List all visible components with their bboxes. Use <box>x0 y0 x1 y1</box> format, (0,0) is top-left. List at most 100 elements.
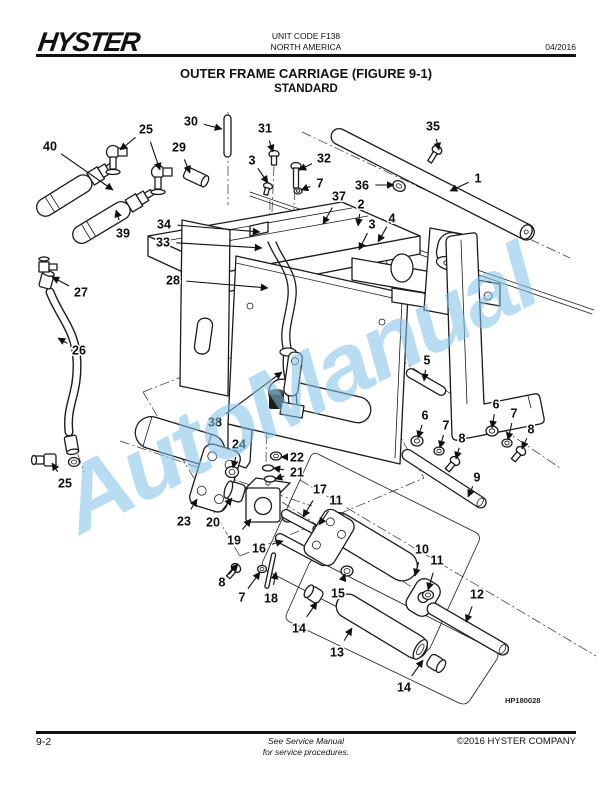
page-subtitle: STANDARD <box>274 83 338 95</box>
region: NORTH AMERICA <box>270 41 342 52</box>
part-number-label: 36 <box>355 179 369 193</box>
header-date: 04/2016 <box>545 42 576 52</box>
elbow-27 <box>38 256 58 273</box>
page-title: OUTER FRAME CARRIAGE (FIGURE 9-1) <box>179 66 433 81</box>
rod-9 <box>401 448 487 509</box>
hose-26 <box>30 256 82 468</box>
part-number-label: 21 <box>290 466 304 480</box>
part-number-label: 6 <box>422 409 429 423</box>
leader-line <box>521 438 529 450</box>
part-number-label: 28 <box>166 274 180 288</box>
leader-line <box>318 510 329 526</box>
part-number-label: 2 <box>358 198 365 212</box>
part-number-label: 27 <box>74 286 88 300</box>
part-number-label: 14 <box>397 681 411 695</box>
part-number-label: 8 <box>219 576 226 590</box>
part-number-label: 8 <box>528 423 535 437</box>
part-number-label: 19 <box>227 534 241 548</box>
elbow-25b <box>150 164 173 196</box>
leader-line <box>271 539 284 547</box>
part-number-label: 40 <box>43 140 57 154</box>
leader-line <box>183 159 191 174</box>
cylinder-10-group <box>274 368 510 674</box>
leader-line <box>60 153 114 191</box>
leader-line <box>306 601 318 618</box>
cylinder-23-group <box>134 416 295 589</box>
unit-code: UNIT CODE F138 <box>271 31 341 41</box>
leader-line <box>186 280 269 292</box>
leader-line <box>267 140 275 153</box>
part-number-label: 1 <box>475 172 482 186</box>
latch-38 <box>283 351 304 397</box>
part-number-label: 10 <box>415 543 429 557</box>
part-number-label: 14 <box>292 622 306 636</box>
leader-line <box>190 498 198 510</box>
pin-18 <box>264 552 277 589</box>
hose-fittings-top-left <box>35 114 232 245</box>
leader-line <box>426 572 434 591</box>
part-number-label: 7 <box>443 419 450 433</box>
part-number-label: 15 <box>331 587 345 601</box>
figure-code: HP180028 <box>505 696 541 705</box>
leader-line <box>358 232 368 251</box>
bolt-35 <box>427 145 443 164</box>
part-number-label: 37 <box>332 190 346 204</box>
part-number-label: 25 <box>139 123 153 137</box>
leader-line <box>421 370 429 382</box>
part-number-label: 7 <box>511 407 518 421</box>
part-number-label: 5 <box>424 354 431 368</box>
leader-line <box>465 606 473 623</box>
header-center: UNIT CODE F138 NORTH AMERICA <box>0 31 612 52</box>
leader-line <box>489 413 497 429</box>
leader-line <box>228 563 239 575</box>
part-number-label: 7 <box>317 177 324 191</box>
part-number-label: 7 <box>239 591 246 605</box>
tube-13 <box>335 593 429 660</box>
fastener-clusters <box>410 425 527 473</box>
cap-14b <box>426 653 447 674</box>
leader-line <box>302 500 314 518</box>
part-number-label: 8 <box>459 432 466 446</box>
leader-line <box>411 659 424 677</box>
part-number-label: 35 <box>426 120 440 134</box>
part-number-label: 16 <box>252 542 266 556</box>
leader-line <box>51 462 60 473</box>
leader-line <box>467 486 475 498</box>
part-number-label: 24 <box>232 438 246 452</box>
part-number-label: 9 <box>474 471 481 485</box>
part-number-label: 22 <box>290 451 304 465</box>
leader-line <box>377 226 388 243</box>
leader-line <box>433 138 441 151</box>
hydraulic-lines <box>267 241 305 419</box>
elbow-25a <box>105 144 128 176</box>
part-number-label: 18 <box>264 592 278 606</box>
leader-line <box>177 224 261 236</box>
block-19 <box>245 477 291 523</box>
copyright: ©2016 HYSTER COMPANY <box>456 736 576 747</box>
leader-line <box>242 518 252 530</box>
leader-line <box>505 422 514 441</box>
part-number-label: 30 <box>184 115 198 129</box>
fitting-36 <box>392 180 406 192</box>
leader-line <box>114 209 122 221</box>
part-number-label: 3 <box>369 218 376 232</box>
leader-line <box>338 573 347 583</box>
part-number-label: 23 <box>177 515 191 529</box>
leader-line <box>149 141 162 171</box>
leader-line <box>119 136 136 151</box>
part-number-label: 38 <box>208 416 222 430</box>
part-number-label: 13 <box>330 646 344 660</box>
part-number-label: 3 <box>249 154 256 168</box>
part-number-label: 6 <box>493 398 500 412</box>
header-rule <box>36 54 576 57</box>
leader-line <box>247 571 261 590</box>
part-number-label: 11 <box>329 494 342 508</box>
leader-line <box>343 627 353 641</box>
pin-30 <box>223 114 232 158</box>
part-number-label: 11 <box>430 554 443 568</box>
leader-line <box>449 181 469 192</box>
leader-line <box>274 473 285 481</box>
leader-line <box>438 434 446 449</box>
